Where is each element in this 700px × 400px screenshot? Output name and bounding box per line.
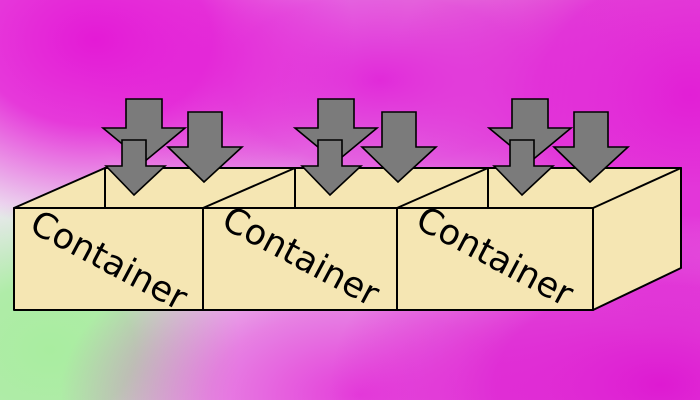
down-arrow-icon [300, 139, 364, 197]
down-arrow-icon [486, 98, 574, 164]
down-arrow-icon [104, 139, 168, 197]
box-1-left-inner-panel [13, 167, 106, 209]
down-arrow-icon [292, 98, 380, 164]
down-arrow-icon [552, 111, 631, 184]
container-box-3: Container [396, 98, 682, 315]
down-arrow-icon [100, 98, 188, 164]
box-3-arrows [486, 98, 631, 197]
down-arrow-icon [360, 111, 439, 184]
down-arrow-icon [166, 111, 245, 184]
down-arrow-icon [492, 139, 556, 197]
box-1-arrows [100, 98, 245, 197]
box-2-arrows [292, 98, 439, 197]
